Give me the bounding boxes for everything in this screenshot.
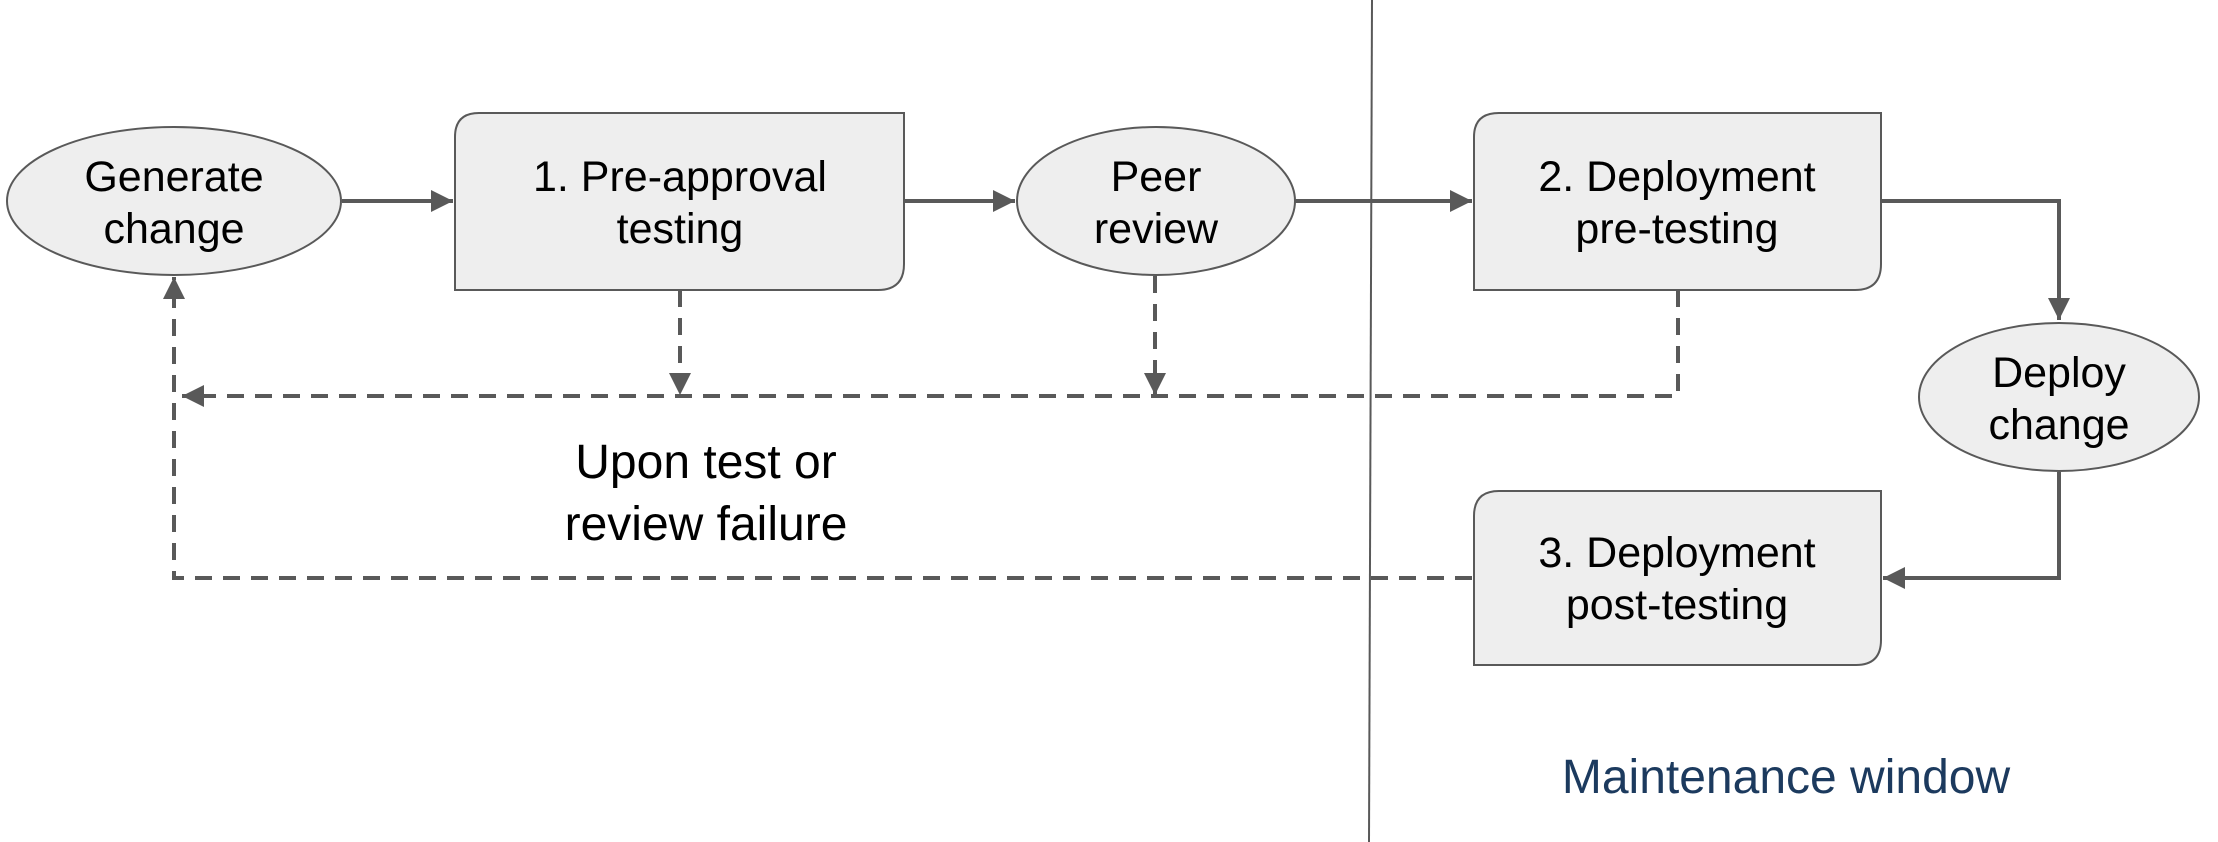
node-deployment-post-testing: 3. Deployment post-testing	[1473, 490, 1882, 666]
node-generate-change-line2: change	[103, 205, 244, 253]
node-deploy-change-line2: change	[1988, 401, 2129, 449]
solid-connectors	[342, 190, 2070, 589]
node-pre-approval-testing-line1: 1. Pre-approval	[533, 153, 827, 201]
edge-post-testing-to-generate	[163, 277, 1472, 580]
node-deploy-change: Deploy change	[1918, 322, 2200, 472]
node-deployment-pre-testing: 2. Deployment pre-testing	[1473, 112, 1882, 291]
edge-deployment-pre-to-deploy-change	[1881, 199, 2070, 320]
node-deployment-post-testing-line1: 3. Deployment	[1538, 529, 1815, 577]
failure-label-line1: Upon test or	[575, 436, 836, 489]
node-peer-review: Peer review	[1016, 126, 1296, 276]
node-deployment-pre-testing-line1: 2. Deployment	[1538, 153, 1815, 201]
edge-deploy-change-to-deployment-post	[1883, 472, 2061, 589]
maintenance-window-label: Maintenance window	[1562, 751, 2011, 804]
node-generate-change: Generate change	[6, 126, 342, 276]
node-deploy-change-line1: Deploy	[1992, 349, 2126, 397]
node-generate-change-line1: Generate	[84, 153, 263, 201]
failure-annotation: Upon test or review failure	[565, 436, 848, 551]
failure-label-line2: review failure	[565, 498, 848, 551]
dashed-connectors	[163, 276, 1680, 580]
node-deployment-post-testing-line2: post-testing	[1566, 581, 1788, 629]
failure-line	[182, 290, 1680, 407]
node-peer-review-line2: review	[1094, 205, 1219, 253]
node-deployment-pre-testing-line2: pre-testing	[1575, 205, 1778, 253]
node-peer-review-line1: Peer	[1111, 153, 1202, 201]
maintenance-window-divider	[1368, 0, 1373, 842]
node-pre-approval-testing-line2: testing	[617, 205, 744, 253]
node-pre-approval-testing: 1. Pre-approval testing	[454, 112, 905, 291]
